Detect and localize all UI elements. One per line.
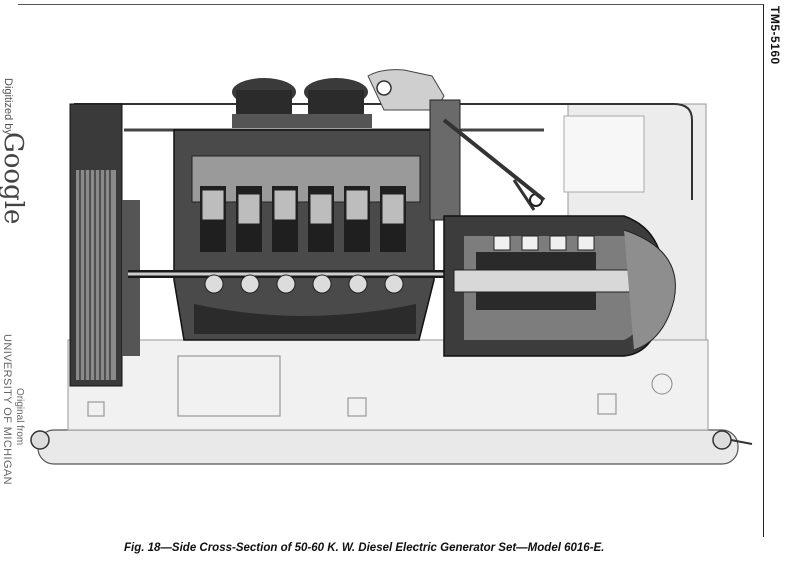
generator	[443, 179, 676, 357]
engine-block	[128, 99, 461, 341]
watermark-digitized-by: Digitized by	[2, 78, 14, 135]
radiator	[69, 103, 140, 387]
generator-cross-section-illustration	[30, 69, 753, 465]
base-skid	[30, 429, 753, 465]
watermark-original-from: Original from	[14, 388, 25, 446]
page-frame	[18, 4, 764, 537]
watermark-google-logo: Google	[0, 132, 28, 225]
brace	[442, 118, 546, 202]
figure-caption: Fig. 18—Side Cross-Section of 50-60 K. W…	[124, 542, 605, 554]
watermark-university: UNIVERSITY OF MICHIGAN	[1, 334, 13, 485]
air-cleaners	[232, 78, 372, 128]
document-number: TM5-5160	[768, 6, 782, 65]
